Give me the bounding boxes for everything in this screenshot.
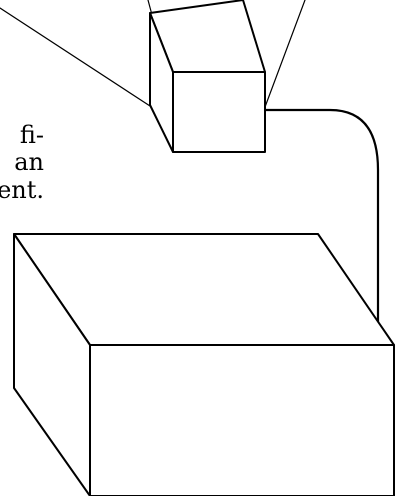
text-fragment-2: an xyxy=(14,148,44,176)
connecting-cable xyxy=(263,108,380,327)
large-box-left-face xyxy=(13,233,91,496)
projection-line-right xyxy=(264,0,306,108)
text-fragment-3: ent. xyxy=(0,176,44,204)
large-box-front-face xyxy=(89,344,395,496)
large-box xyxy=(13,233,395,496)
small-box-front-face xyxy=(172,71,266,153)
projection-line-left xyxy=(0,7,151,107)
text-fragment-1: fi- xyxy=(19,121,44,149)
small-box xyxy=(149,0,266,153)
